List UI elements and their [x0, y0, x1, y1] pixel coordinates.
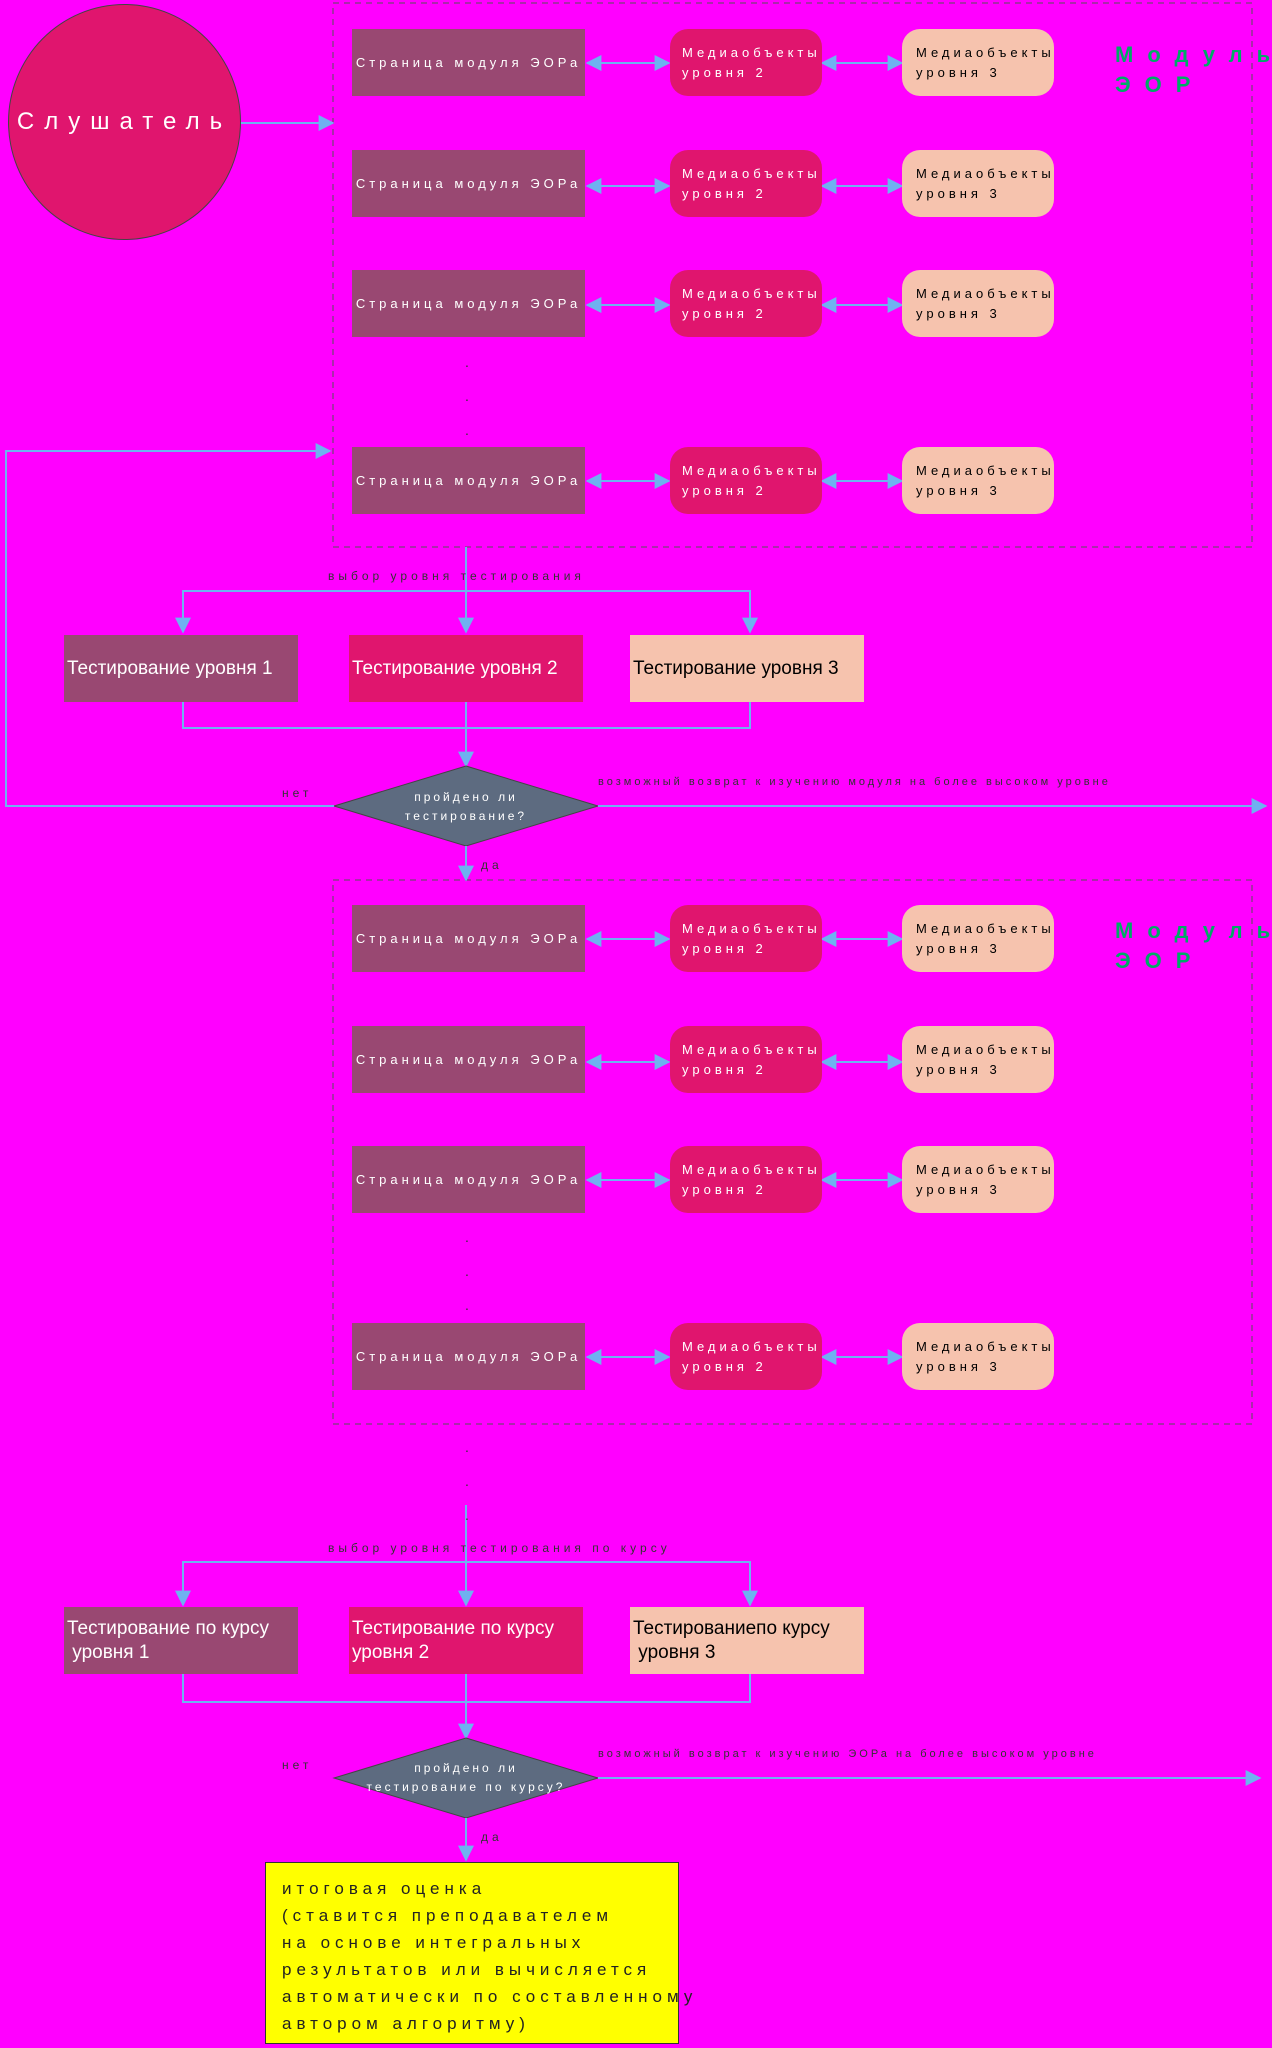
module-label-2: Модуль ЭОР: [1115, 918, 1272, 973]
course-test-level-1: Тестирование по курсу уровня 1: [64, 1607, 298, 1674]
arrows-module-2: [585, 931, 904, 1365]
decision-1-branches: [5, 443, 1268, 882]
module-page-node: Страница модуля ЭОРа: [352, 905, 585, 972]
decision-2-yes-label: да: [481, 1830, 503, 1844]
media-level2-node: Медиаобъекты уровня 2: [670, 150, 822, 217]
decision-2-branches: [458, 1770, 1262, 1862]
decision-1-no-label: нет: [282, 786, 313, 800]
media-level3-node: Медиаобъекты уровня 3: [902, 29, 1054, 96]
decision-1-yes-label: да: [481, 858, 503, 872]
decision-2-no-label: нет: [282, 1758, 313, 1772]
module-frame-1: [332, 2, 1253, 548]
test-level-2: Тестирование уровня 2: [349, 635, 583, 702]
continuation-dots: . . .: [465, 354, 469, 438]
media-level3-node: Медиаобъекты уровня 3: [902, 1146, 1054, 1213]
media-level2-node: Медиаобъекты уровня 2: [670, 270, 822, 337]
module-page-node: Страница модуля ЭОРа: [352, 1146, 585, 1213]
module-page-node: Страница модуля ЭОРа: [352, 29, 585, 96]
module-label-1: Модуль ЭОР: [1115, 42, 1272, 97]
media-level3-node: Медиаобъекты уровня 3: [902, 905, 1054, 972]
decision-1-text: пройдено ли тестирование?: [404, 790, 528, 823]
media-level3-node: Медиаобъекты уровня 3: [902, 1323, 1054, 1390]
level-choice-label: выбор уровня тестирования: [328, 569, 585, 583]
level-choice-connectors-2: [175, 1505, 758, 1740]
decision-1-return-label: возможный возврат к изучению модуля на б…: [598, 776, 1111, 788]
media-level2-node: Медиаобъекты уровня 2: [670, 905, 822, 972]
arrows-module-1: [585, 55, 904, 489]
module-page-node: Страница модуля ЭОРа: [352, 150, 585, 217]
module-frame-2: [332, 879, 1253, 1425]
course-test-level-2: Тестирование по курсу уровня 2: [349, 1607, 583, 1674]
module-page-node: Страница модуля ЭОРа: [352, 1323, 585, 1390]
media-level2-node: Медиаобъекты уровня 2: [670, 29, 822, 96]
decision-2-return-label: возможный возврат к изучению ЭОРа на бол…: [598, 1748, 1097, 1760]
media-level2-node: Медиаобъекты уровня 2: [670, 1146, 822, 1213]
level-choice-connectors-1: [175, 547, 758, 768]
media-level3-node: Медиаобъекты уровня 3: [902, 270, 1054, 337]
media-level3-node: Медиаобъекты уровня 3: [902, 1026, 1054, 1093]
course-test-level-3: Тестированиепо курсу уровня 3: [630, 1607, 864, 1674]
module-page-node: Страница модуля ЭОРа: [352, 270, 585, 337]
continuation-dots: . . .: [465, 1439, 469, 1523]
media-level3-node: Медиаобъекты уровня 3: [902, 447, 1054, 514]
test-level-1: Тестирование уровня 1: [64, 635, 298, 702]
continuation-dots: . . .: [465, 1229, 469, 1313]
level-choice-course-label: выбор уровня тестирования по курсу: [328, 1541, 671, 1555]
listener-circle: Слушатель: [8, 4, 241, 240]
module-page-node: Страница модуля ЭОРа: [352, 447, 585, 514]
media-level2-node: Медиаобъекты уровня 2: [670, 447, 822, 514]
test-level-3: Тестирование уровня 3: [630, 635, 864, 702]
media-level2-node: Медиаобъекты уровня 2: [670, 1026, 822, 1093]
media-level2-node: Медиаобъекты уровня 2: [670, 1323, 822, 1390]
decision-2-text: пройдено ли тестирование по курсу?: [366, 1761, 566, 1794]
media-level3-node: Медиаобъекты уровня 3: [902, 150, 1054, 217]
module-page-node: Страница модуля ЭОРа: [352, 1026, 585, 1093]
final-grade-box: итоговая оценка (ставится преподавателем…: [265, 1862, 692, 2044]
